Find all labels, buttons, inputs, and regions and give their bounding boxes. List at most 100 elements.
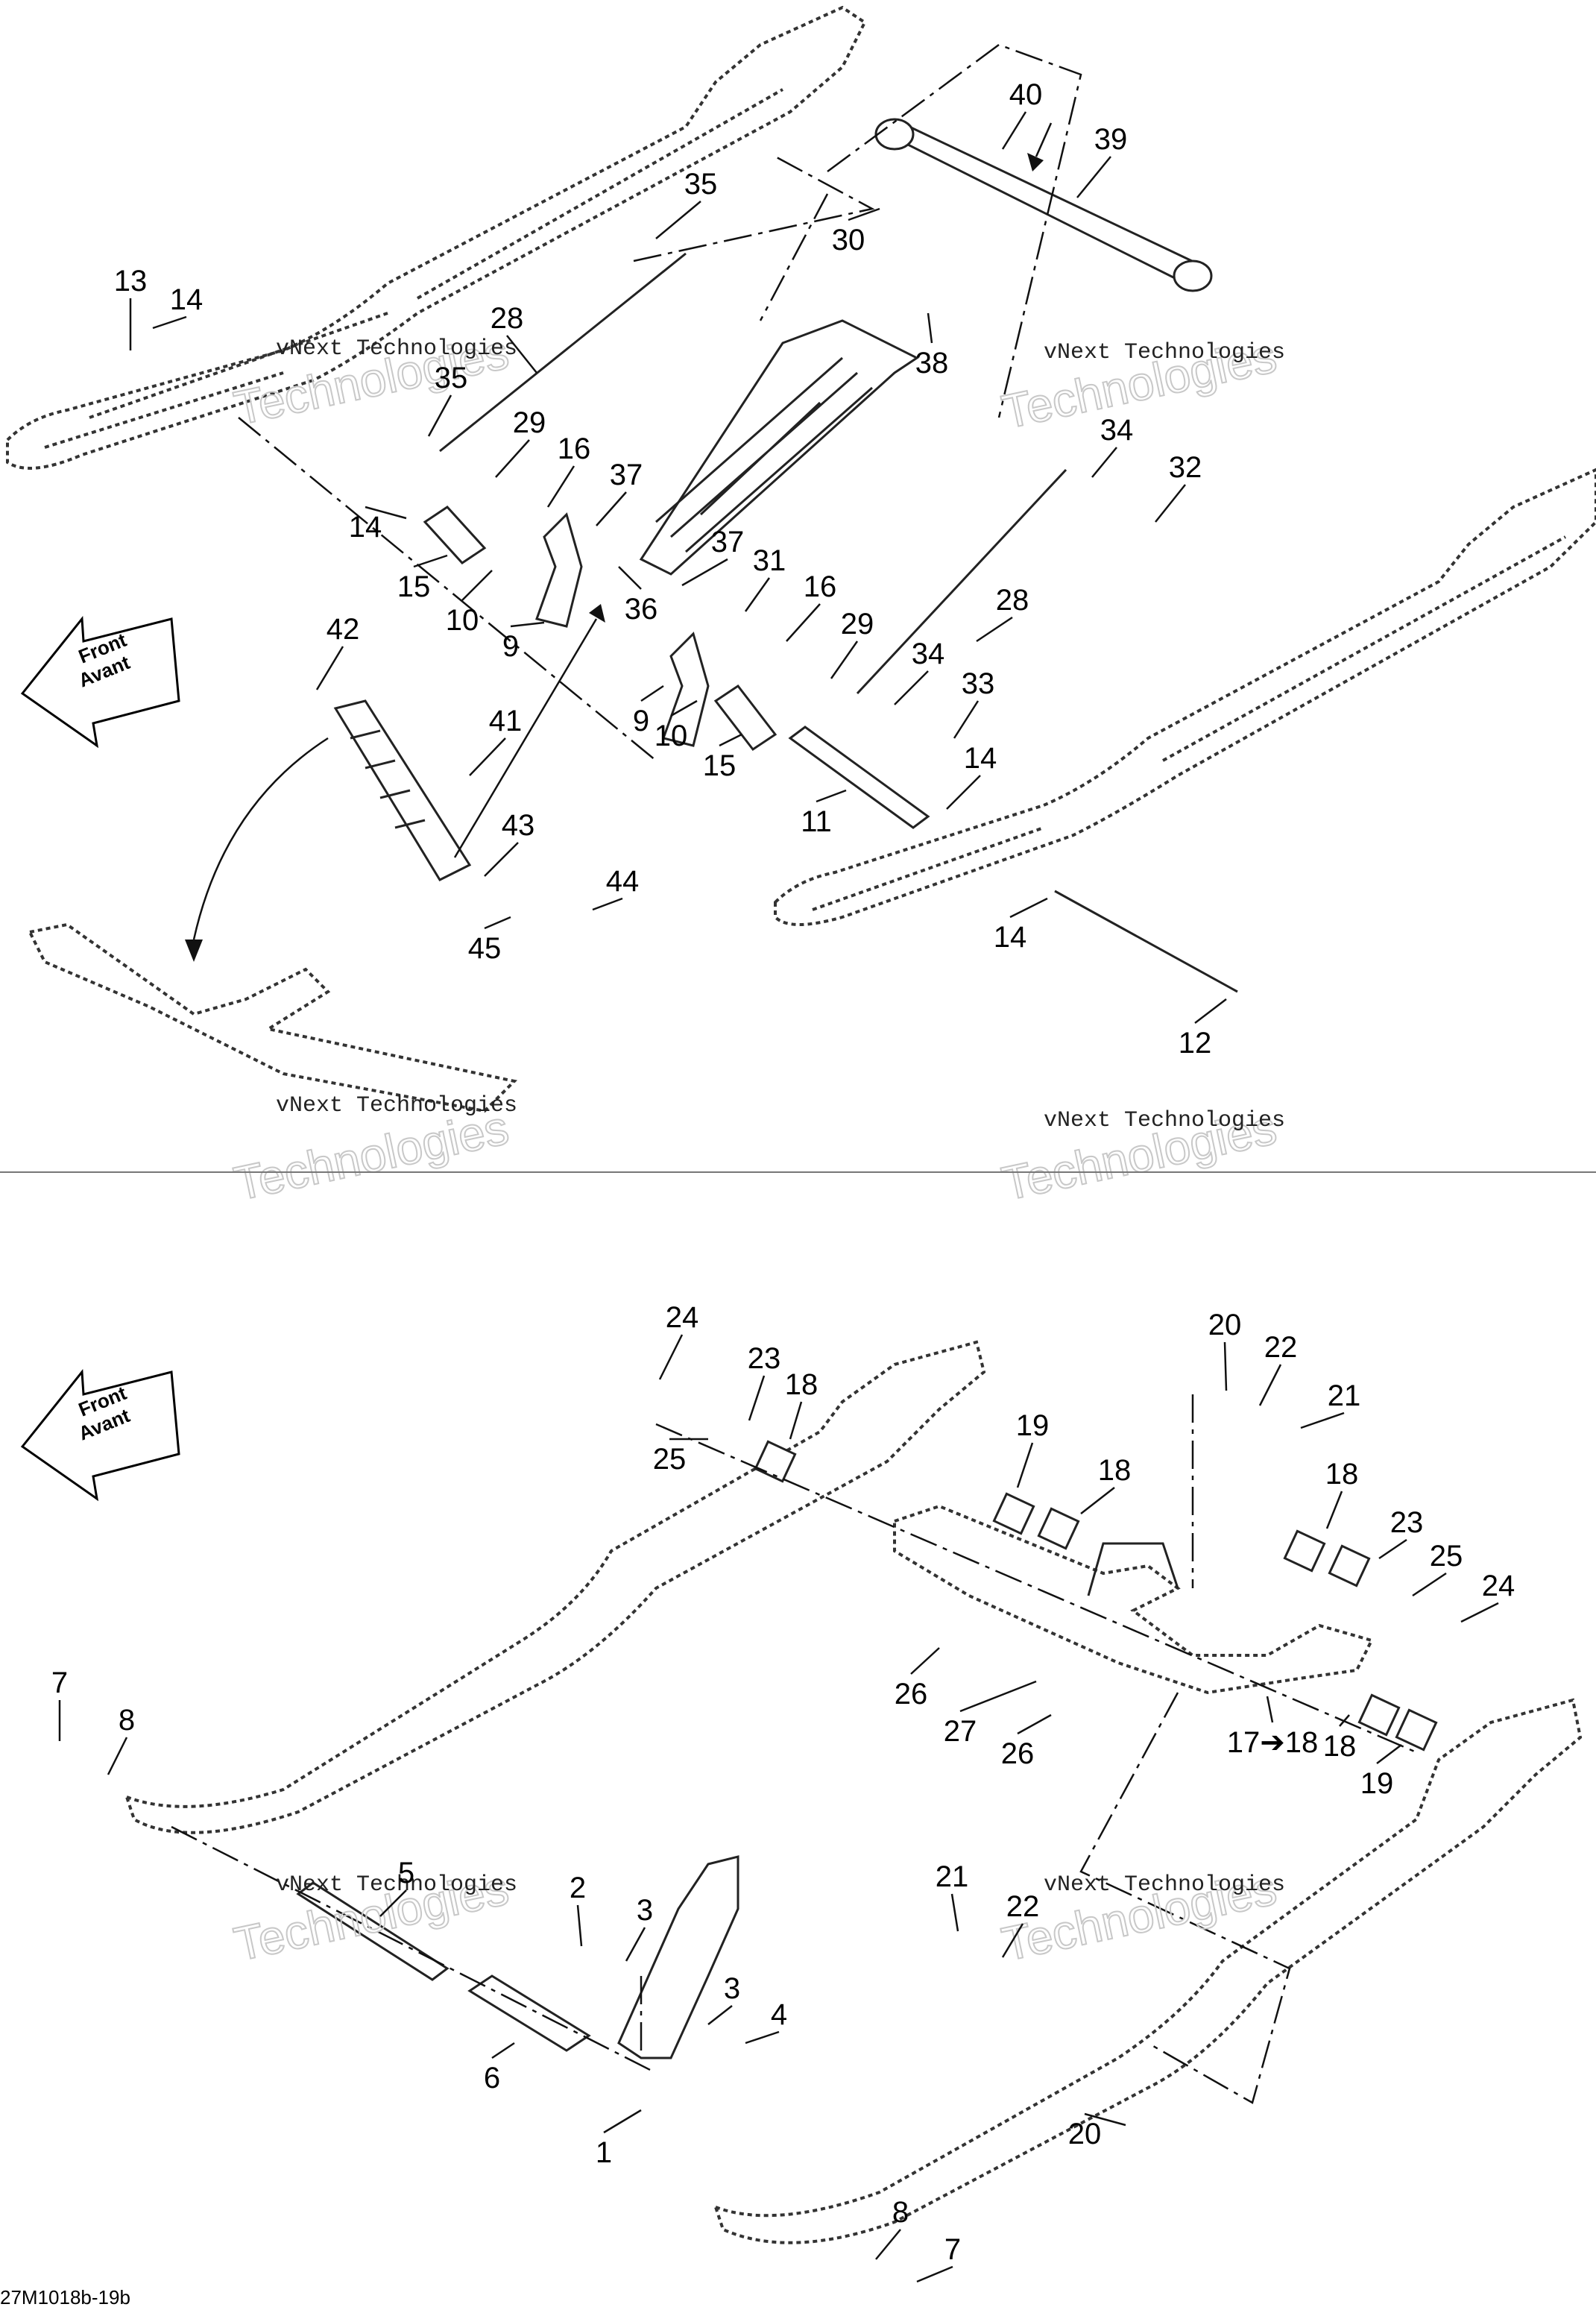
callout-label: 2 (570, 1872, 586, 1904)
left-rail-top (6, 5, 867, 470)
callout-label: 20 (1208, 1309, 1242, 1341)
right-rail-bottom (713, 1698, 1583, 2244)
callout-leader (894, 670, 929, 705)
callout-leader (618, 566, 642, 590)
callout-leader (1091, 447, 1117, 478)
callout-label: 42 (327, 613, 360, 646)
callout-leader (495, 439, 530, 478)
callout-label: 1 (596, 2136, 612, 2169)
callout-leader (1001, 1923, 1024, 1958)
callout-leader (1009, 897, 1048, 919)
callout-label: 16 (804, 570, 837, 603)
callout-leader (1300, 1412, 1345, 1429)
callout-label: 25 (1430, 1540, 1463, 1573)
callout-leader (748, 1375, 766, 1421)
rear-arm-assembly (893, 1504, 1374, 1695)
callout-label: 25 (653, 1443, 687, 1476)
bracket-plate (617, 1855, 739, 2059)
callout-label: 44 (606, 865, 640, 898)
callout-label: 14 (170, 283, 204, 316)
callout-label: 28 (996, 584, 1029, 617)
rear-shock-absorber (639, 319, 919, 576)
callout-label: 5 (398, 1857, 414, 1889)
left-rail-bottom (124, 1340, 986, 1834)
callout-leader (681, 558, 728, 587)
callout-leader (315, 646, 344, 690)
spacer-6 (467, 1974, 591, 2052)
callout-leader (786, 603, 821, 642)
callout-label: 34 (912, 638, 945, 670)
callout-leader (670, 699, 698, 717)
callout-label: 30 (832, 224, 865, 257)
watermark-small: vNext Technologies (1044, 1872, 1285, 1898)
callout-label: 36 (625, 593, 658, 626)
callout-label: 12 (1179, 1027, 1212, 1060)
callout-leader (592, 897, 623, 911)
callout-label: 16 (558, 432, 591, 465)
callout-label: 9 (502, 630, 519, 663)
callout-leader (484, 842, 519, 877)
callout-label: 7 (944, 2233, 961, 2266)
callout-label: 3 (724, 1972, 740, 2005)
callout-label: 4 (771, 1998, 787, 2031)
callout-leader (1376, 1744, 1402, 1764)
callout-leader (1155, 484, 1186, 523)
callout-label: 38 (915, 347, 949, 380)
watermark-small: vNext Technologies (276, 336, 517, 362)
bottom-assembly: Front Avant Technologies vNext Technolog… (20, 1340, 1583, 2244)
callout-leader (427, 394, 452, 437)
callout-label: 41 (489, 705, 523, 737)
callout-leader (1258, 1364, 1282, 1406)
callout-leader (461, 570, 493, 601)
callout-label: 29 (513, 406, 546, 439)
callout-label: 18 (1098, 1454, 1132, 1487)
callout-leader (1266, 1696, 1274, 1723)
drawing-code: 27M1018b-19b (0, 2286, 130, 2309)
callout-leader (1378, 1538, 1407, 1560)
callout-label: 37 (610, 459, 643, 491)
callout-leader (596, 491, 627, 526)
callout-label: 27 (944, 1715, 977, 1748)
callout-label: 14 (994, 921, 1027, 954)
callout-label: 10 (446, 604, 479, 637)
callout-label: 11 (801, 805, 832, 838)
callout-label: 37 (711, 526, 745, 558)
callout-leader (745, 2030, 780, 2045)
callout-leader (848, 207, 880, 221)
callout-leader (1339, 1714, 1350, 1727)
callout-label: 6 (484, 2062, 500, 2095)
callout-leader (707, 2005, 733, 2025)
callout-label: 21 (1328, 1379, 1361, 1412)
callout-label: 20 (1068, 2118, 1102, 2150)
callout-leader (1016, 1442, 1034, 1488)
callout-label: 22 (1006, 1890, 1040, 1923)
callout-label: 3 (637, 1894, 653, 1927)
callout-label: 45 (468, 932, 502, 965)
top-assembly: Front Avant Technologies vNext Technolog… (6, 5, 1596, 1212)
callout-label: 35 (435, 362, 468, 394)
callout-leader (576, 1904, 583, 1947)
callout-label: 43 (502, 809, 535, 842)
callout-leader (484, 916, 511, 930)
callout-leader (976, 616, 1013, 643)
callout-leader (946, 775, 981, 810)
callout-label: 35 (684, 168, 718, 201)
callout-label: 33 (962, 667, 995, 700)
callout-leader (655, 201, 701, 239)
callout-leader (546, 465, 575, 508)
callout-leader (379, 1889, 407, 1917)
callout-label: 32 (1169, 451, 1202, 484)
callout-leader (830, 641, 859, 679)
callout-leader (816, 789, 847, 803)
callout-label: 39 (1094, 123, 1128, 156)
callout-leader (910, 1647, 940, 1675)
callout-leader (950, 1893, 959, 1932)
link-rod-upper (439, 252, 687, 453)
watermark-small: vNext Technologies (1044, 340, 1285, 365)
callout-label: 26 (895, 1678, 928, 1711)
callout-leader (152, 315, 187, 330)
callout-leader (1076, 156, 1111, 198)
